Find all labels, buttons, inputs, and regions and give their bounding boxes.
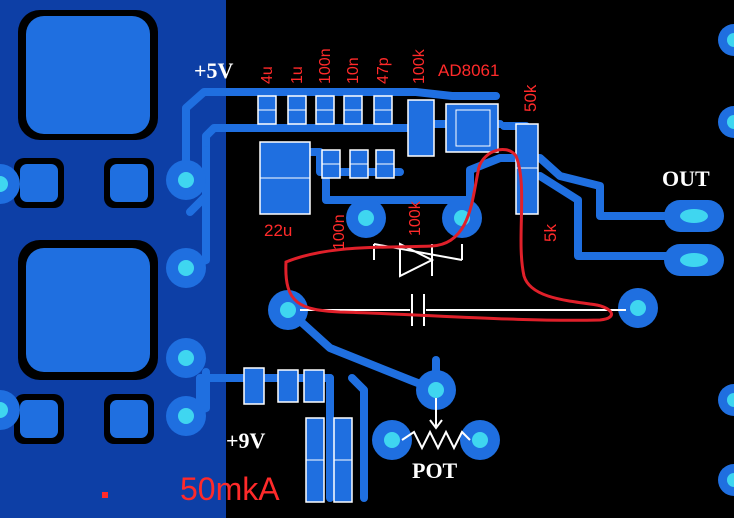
label-1u: 1u — [289, 66, 306, 84]
diode-symbol — [373, 242, 463, 278]
label-47p: 47p — [375, 57, 392, 84]
side-pads — [14, 158, 154, 444]
label-current: 50mkA — [180, 471, 280, 507]
label-100n-top: 100n — [317, 48, 334, 84]
label-5k: 5k — [541, 224, 560, 242]
label-10n: 10n — [345, 57, 362, 84]
label-out: OUT — [662, 166, 710, 191]
label-22u: 22u — [264, 221, 292, 240]
through-hole-pads — [0, 24, 734, 496]
label-4u: 4u — [259, 66, 276, 84]
label-100k-mid: 100k — [407, 200, 424, 236]
label-ad8061: AD8061 — [438, 61, 499, 80]
capacitor-symbol — [300, 294, 626, 326]
hand-drawn-outline — [284, 147, 613, 322]
package-bottom — [18, 240, 158, 380]
smd-components — [243, 95, 539, 503]
label-100k-top: 100k — [411, 48, 428, 84]
label-5v: +5V — [194, 58, 234, 83]
label-pot: POT — [412, 458, 458, 483]
silkscreen-labels: 4u 1u 100n 10n 47p 100k AD8061 50k 22u 1… — [180, 48, 560, 507]
package-top — [18, 10, 158, 140]
potentiometer-symbol — [401, 398, 471, 451]
label-100n-mid: 100n — [331, 214, 348, 250]
net-labels: +5V +9V OUT POT — [194, 58, 710, 483]
label-50k: 50k — [521, 84, 540, 112]
out-connector-pads — [664, 200, 724, 276]
label-9v: +9V — [226, 428, 266, 453]
fiducial-mark — [102, 492, 108, 498]
